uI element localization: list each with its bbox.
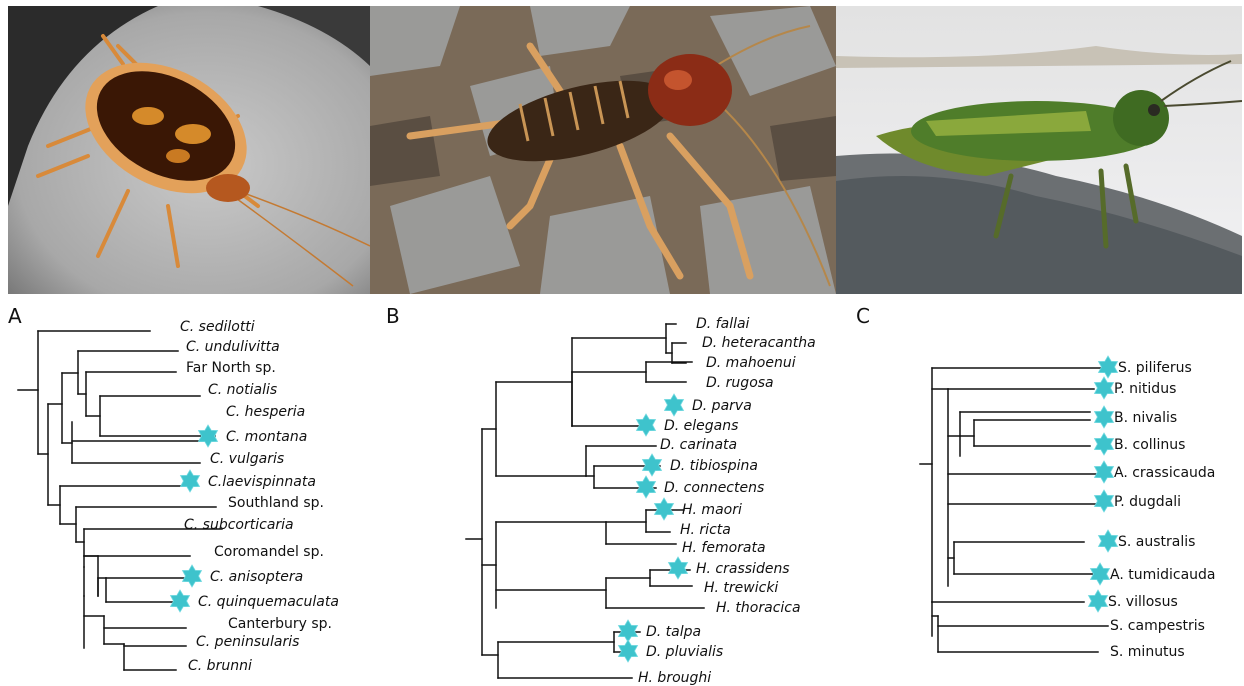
taxon-label: D. heteracantha: [702, 335, 816, 351]
taxon-label: H. trewicki: [704, 580, 778, 596]
panel-label-b: B: [386, 304, 400, 328]
taxon-label: C. vulgaris: [210, 451, 284, 467]
taxon-label: S. australis: [1118, 534, 1195, 550]
star-icon: [1099, 530, 1118, 552]
taxon-label: C. subcorticaria: [184, 517, 294, 533]
taxon-label: C. sedilotti: [180, 319, 255, 335]
taxon-label: S. minutus: [1110, 644, 1185, 660]
taxon-label: Far North sp.: [186, 360, 276, 376]
taxon-label: C. notialis: [208, 382, 277, 398]
star-icon: [669, 557, 688, 579]
star-icon: [181, 470, 200, 492]
grasshopper-photo: [836, 6, 1242, 294]
star-icon: [1089, 590, 1108, 612]
taxon-label: Coromandel sp.: [214, 544, 324, 560]
taxon-label: H. crassidens: [696, 561, 790, 577]
star-icon: [655, 498, 674, 520]
taxon-label: A. crassicauda: [1114, 465, 1215, 481]
taxon-label: H. broughi: [638, 670, 711, 686]
tree-c-branches: [920, 368, 1108, 652]
taxon-label: H. femorata: [682, 540, 766, 556]
taxon-label: A. tumidicauda: [1110, 567, 1216, 583]
taxon-label: H. ricta: [680, 522, 731, 538]
star-icon: [619, 640, 638, 662]
taxon-label: C. undulivitta: [186, 339, 280, 355]
taxon-label: D. pluvialis: [646, 644, 723, 660]
taxon-label: S. campestris: [1110, 618, 1205, 634]
star-icon: [637, 476, 656, 498]
taxon-label: H. maori: [682, 502, 742, 518]
taxon-label: D. talpa: [646, 624, 701, 640]
taxon-label: P. nitidus: [1114, 381, 1176, 397]
tree-a-branches: [18, 331, 222, 670]
taxon-label: D. rugosa: [706, 375, 774, 391]
star-icon: [183, 565, 202, 587]
star-icon: [643, 454, 662, 476]
taxon-label: C. hesperia: [226, 404, 305, 420]
taxon-label: D. fallai: [696, 316, 750, 332]
star-icon: [1099, 356, 1118, 378]
star-icon: [1095, 461, 1114, 483]
star-icon: [665, 394, 684, 416]
taxon-label: D. tibiospina: [670, 458, 758, 474]
star-icon: [1091, 563, 1110, 585]
taxon-label: C. quinquemaculata: [198, 594, 339, 610]
taxon-label: B. nivalis: [1114, 410, 1177, 426]
taxon-label: Southland sp.: [228, 495, 324, 511]
star-icon: [637, 414, 656, 436]
taxon-label: H. thoracica: [716, 600, 801, 616]
star-icon: [199, 425, 218, 447]
star-icon: [1095, 490, 1114, 512]
phylogeny-tree-b: D. fallai D. heteracantha D. mahoenui D. ru…: [460, 296, 860, 686]
star-icon: [1095, 433, 1114, 455]
cockroach-photo: [8, 6, 370, 294]
star-icon: [171, 590, 190, 612]
weta-photo: [370, 6, 836, 294]
phylogeny-tree-c: S. piliferus P. nitidus B. nivalis B. colli…: [918, 296, 1244, 686]
taxon-label: D. elegans: [664, 418, 738, 434]
taxon-label: C. peninsularis: [196, 634, 299, 650]
taxon-label: Canterbury sp.: [228, 616, 332, 632]
star-icon: [619, 620, 638, 642]
taxon-label: S. villosus: [1108, 594, 1178, 610]
taxon-label: D. parva: [692, 398, 752, 414]
taxon-label: B. collinus: [1114, 437, 1185, 453]
taxon-label: D. mahoenui: [706, 355, 796, 371]
taxon-label: D. connectens: [664, 480, 764, 496]
taxon-label: S. piliferus: [1118, 360, 1192, 376]
star-icon: [1095, 377, 1114, 399]
taxon-label: C. anisoptera: [210, 569, 303, 585]
taxon-label: C. montana: [226, 429, 307, 445]
taxon-label: D. carinata: [660, 437, 737, 453]
taxon-label: P. dugdali: [1114, 494, 1181, 510]
taxon-label: C. brunni: [188, 658, 252, 674]
star-icon: [1095, 406, 1114, 428]
taxon-label: C.laevispinnata: [208, 474, 316, 490]
